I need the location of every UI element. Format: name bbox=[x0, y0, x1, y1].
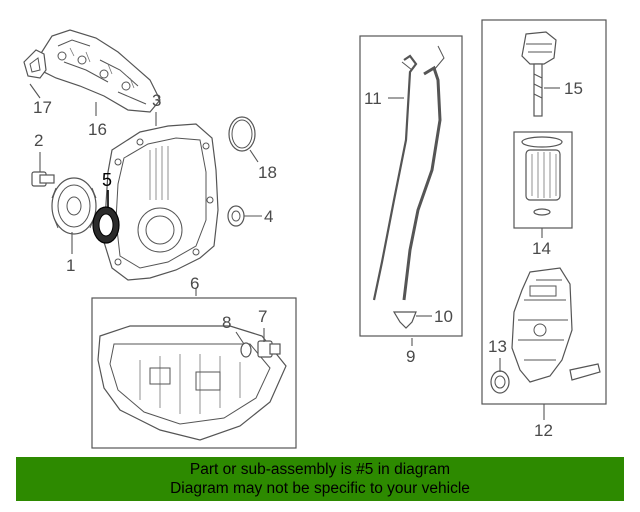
callout-15: 15 bbox=[564, 79, 583, 98]
balancer-bolt-part[interactable] bbox=[31, 171, 55, 187]
callout-4: 4 bbox=[264, 207, 273, 226]
callout-9: 9 bbox=[406, 347, 415, 366]
callout-10: 10 bbox=[434, 307, 453, 326]
callout-1: 1 bbox=[66, 256, 75, 275]
callout-13: 13 bbox=[488, 337, 507, 356]
callout-2: 2 bbox=[34, 131, 43, 150]
callout-7: 7 bbox=[258, 307, 267, 326]
callout-14: 14 bbox=[532, 239, 551, 258]
callout-12: 12 bbox=[534, 421, 553, 440]
intake-manifold-part[interactable] bbox=[37, 29, 161, 113]
callout-18: 18 bbox=[258, 163, 277, 182]
part-info-line: Part or sub-assembly is #5 in diagram bbox=[189, 461, 451, 478]
callout-5-highlighted: 5 bbox=[102, 170, 112, 190]
filter-element-frame bbox=[513, 131, 573, 229]
dipstick-tube-part[interactable] bbox=[402, 45, 445, 301]
callout-3: 3 bbox=[152, 91, 161, 110]
callout-11: 11 bbox=[364, 89, 382, 108]
leader-lines bbox=[29, 83, 560, 420]
oil-pan-part[interactable] bbox=[97, 325, 287, 441]
dipstick-part[interactable] bbox=[372, 54, 418, 301]
camshaft-seal-part[interactable] bbox=[227, 205, 245, 227]
oil-filter-element-part[interactable] bbox=[521, 136, 563, 216]
diagram-disclaimer-line: Diagram may not be specific to your vehi… bbox=[170, 480, 470, 497]
timing-cover-part[interactable] bbox=[103, 123, 219, 281]
oil-pan-group-frame bbox=[91, 297, 297, 449]
callout-8: 8 bbox=[222, 313, 231, 332]
parts-diagram: 17 16 3 2 18 5 4 1 6 8 7 11 10 9 15 14 1… bbox=[23, 19, 607, 449]
dipstick-group-frame bbox=[359, 35, 463, 337]
callout-labels: 17 16 3 2 18 5 4 1 6 8 7 11 10 9 15 14 1… bbox=[33, 79, 583, 440]
callout-17: 17 bbox=[33, 98, 52, 117]
intake-gasket-part[interactable] bbox=[23, 49, 47, 79]
filter-housing-part[interactable] bbox=[511, 267, 601, 383]
harmonic-balancer-part[interactable] bbox=[51, 177, 97, 235]
drain-washer-part[interactable] bbox=[240, 342, 252, 358]
filter-cap-part[interactable] bbox=[521, 31, 557, 117]
o-ring-part[interactable] bbox=[228, 116, 256, 152]
callout-6: 6 bbox=[190, 274, 199, 293]
part-info-banner: Part or sub-assembly is #5 in diagram Di… bbox=[16, 457, 624, 501]
housing-gasket-part[interactable] bbox=[490, 370, 510, 394]
dipstick-seal-part[interactable] bbox=[392, 311, 417, 329]
crankshaft-seal-part-highlighted[interactable] bbox=[92, 206, 120, 244]
callout-16: 16 bbox=[88, 120, 107, 139]
drain-plug-part[interactable] bbox=[257, 340, 281, 358]
